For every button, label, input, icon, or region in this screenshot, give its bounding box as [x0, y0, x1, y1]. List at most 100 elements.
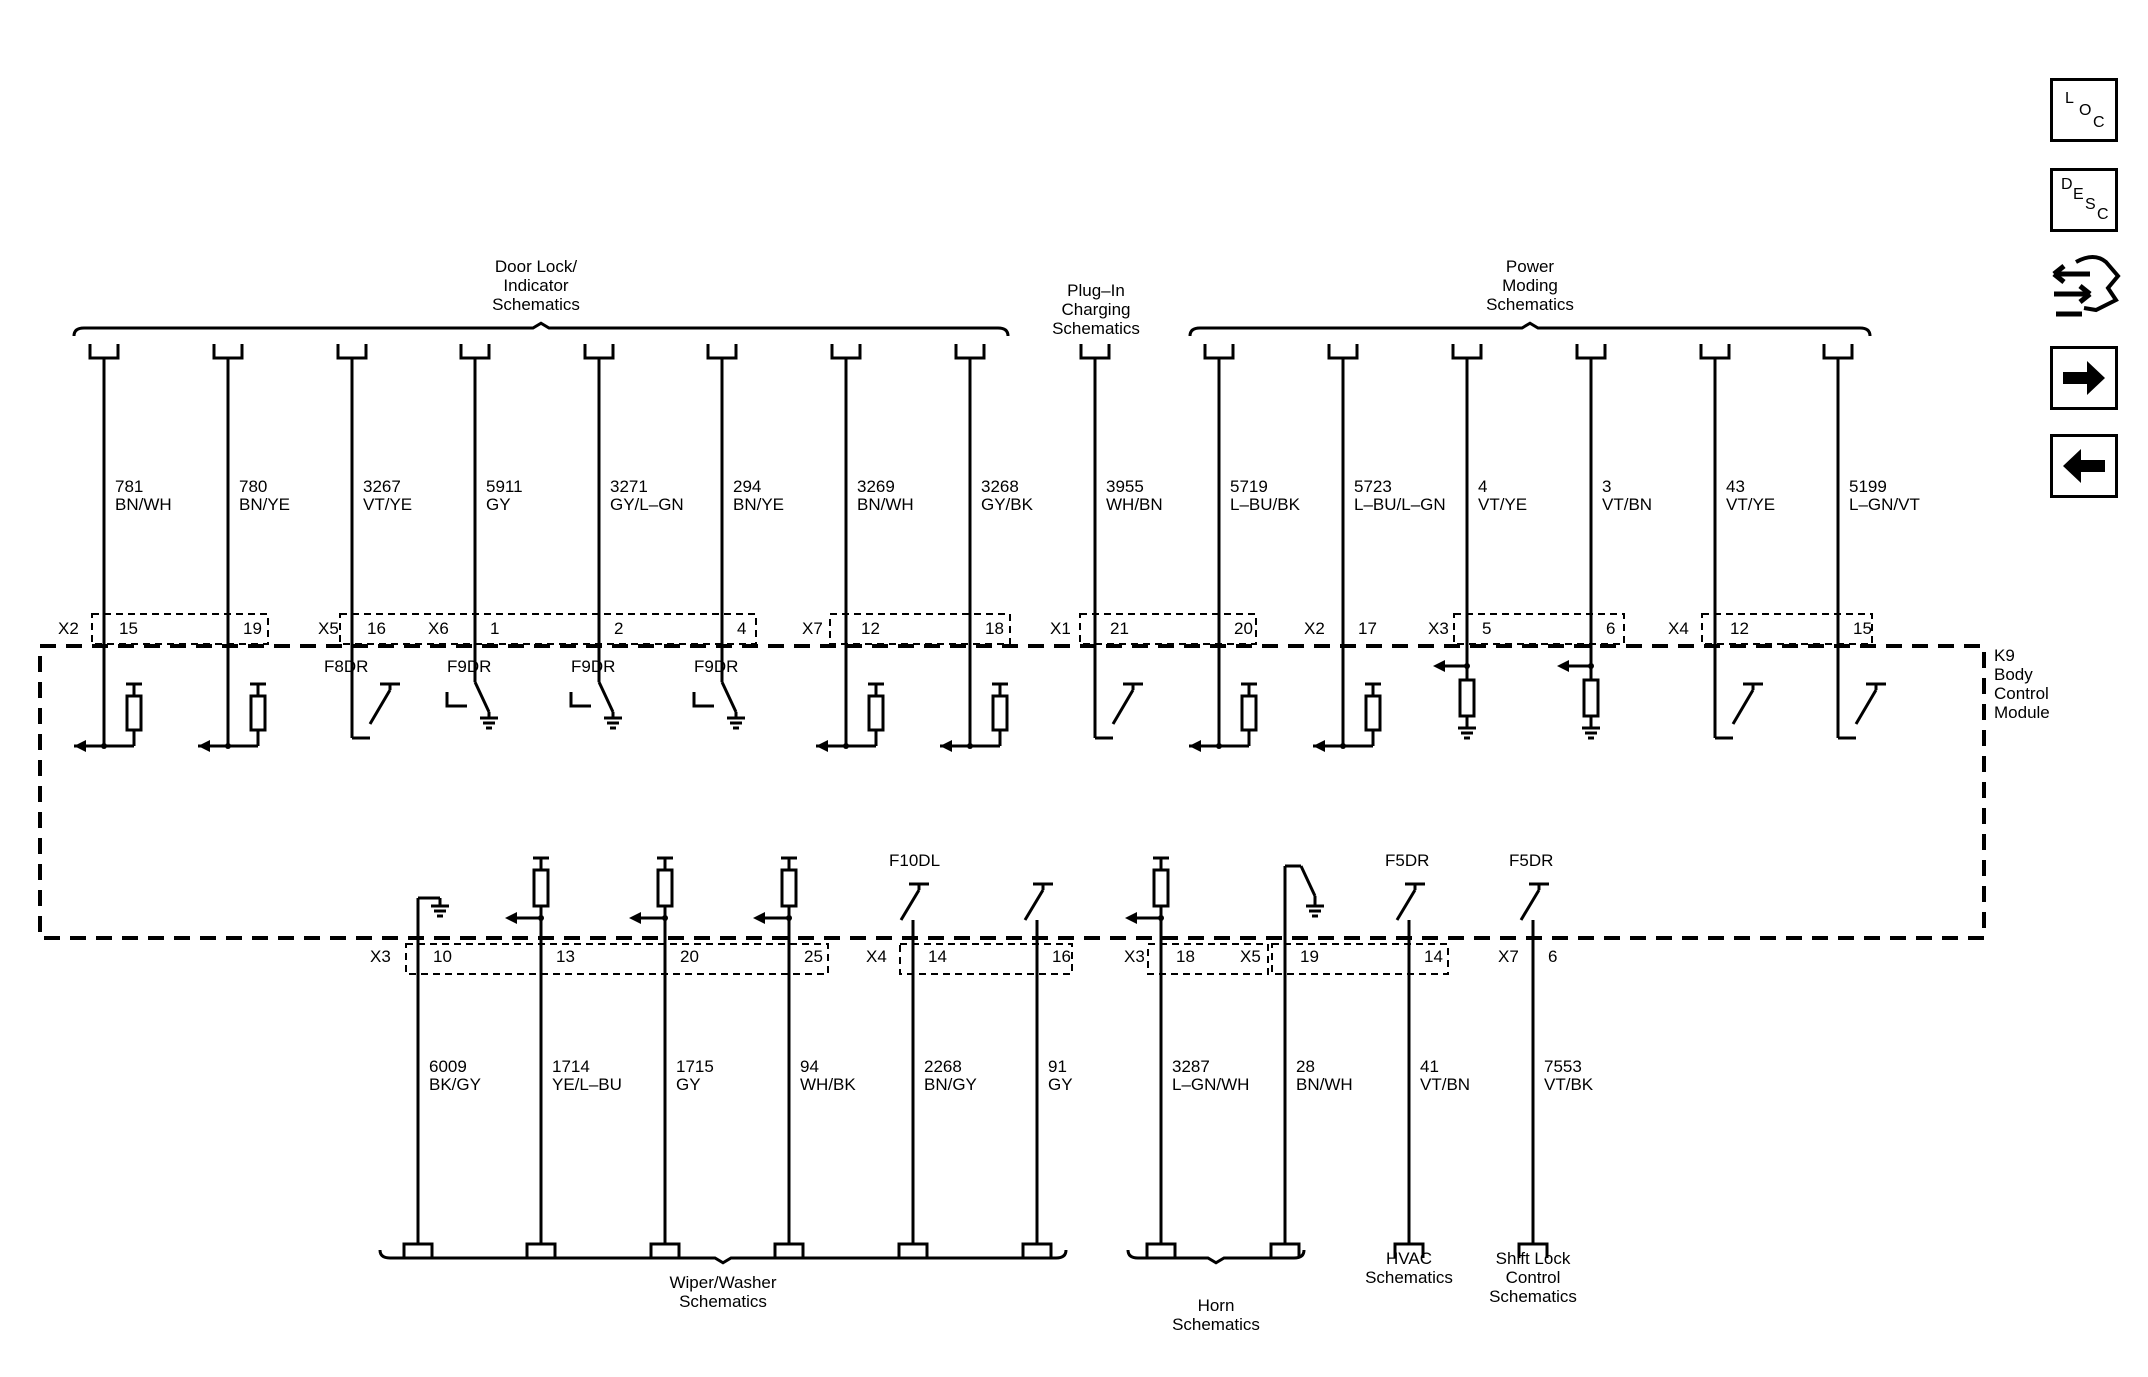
pullup-resistor	[867, 694, 885, 732]
connector-box	[1453, 613, 1625, 645]
circuit-number: 3	[1602, 477, 1611, 496]
previous-arrow-button[interactable]	[2050, 434, 2118, 498]
wire-terminal	[830, 344, 862, 360]
description-button[interactable]: D E S C	[2050, 168, 2118, 232]
wire-terminal	[525, 1242, 557, 1258]
group-label-line: Schematics	[1489, 1287, 1577, 1306]
pin-number: 25	[804, 947, 823, 966]
wire-color: VT/YE	[1726, 495, 1775, 514]
connector-name: X2	[1304, 619, 1325, 638]
pin-number: 10	[433, 947, 452, 966]
circuit-number: 4	[1478, 477, 1487, 496]
circuit-number: 3269	[857, 477, 895, 496]
module-label-line: Control	[1994, 684, 2049, 703]
loc-letter-c: C	[2093, 114, 2105, 131]
group-label-line: Wiper/Washer	[669, 1273, 776, 1292]
fuse-label: F10DL	[889, 851, 940, 870]
pin-number: 15	[1853, 619, 1872, 638]
pin-number: 16	[1052, 947, 1071, 966]
top-wire-11: 4VT/YE5	[1433, 344, 1527, 740]
switch-blade	[1299, 865, 1317, 897]
fuse-label: F8DR	[324, 657, 368, 676]
pin-number: 6	[1548, 947, 1557, 966]
module-dashed-border	[38, 644, 1986, 940]
wire-color: GY	[486, 495, 511, 514]
input-arrow	[629, 912, 641, 924]
switch-blade	[597, 681, 615, 713]
group-label-line: Schematics	[1052, 319, 1140, 338]
group-label-line: Shift Lock	[1496, 1249, 1571, 1268]
junction-dot	[225, 743, 231, 749]
wire-terminal	[1145, 1242, 1177, 1258]
circuit-number: 5719	[1230, 477, 1268, 496]
connector-name: X1	[1050, 619, 1071, 638]
input-arrow	[1125, 912, 1137, 924]
pin-number: 4	[737, 619, 746, 638]
pin-number: 14	[1424, 947, 1443, 966]
wire-color: L–BU/L–GN	[1354, 495, 1446, 514]
fuse-label: F5DR	[1385, 851, 1429, 870]
wire-color: L–BU/BK	[1230, 495, 1301, 514]
control-line	[445, 692, 467, 708]
loc-letter-l: L	[2065, 90, 2074, 107]
pin-number: 6	[1606, 619, 1615, 638]
junction-dot	[101, 743, 107, 749]
connector-name: X7	[802, 619, 823, 638]
pin-number: 18	[985, 619, 1004, 638]
wire-terminal	[88, 344, 120, 360]
group-label-line: Charging	[1062, 300, 1131, 319]
module-label-line: Module	[1994, 703, 2050, 722]
switch-blade	[473, 681, 491, 713]
junction-dot	[1340, 743, 1346, 749]
wire-terminal	[1822, 344, 1854, 360]
location-button[interactable]: L O C	[2050, 78, 2118, 142]
wire-terminal	[773, 1242, 805, 1258]
pullup-resistor	[1364, 694, 1382, 732]
circuit-number: 3267	[363, 477, 401, 496]
pullup-resistor	[1582, 678, 1600, 718]
group-label-line: Door Lock/	[495, 257, 577, 276]
input-arrow	[505, 912, 517, 924]
wire-color: YE/L–BU	[552, 1075, 622, 1094]
pin-number: 19	[1300, 947, 1319, 966]
wire-terminal	[1021, 1242, 1053, 1258]
next-arrow-button[interactable]	[2050, 346, 2118, 410]
circuit-number: 41	[1420, 1057, 1439, 1076]
pin-number: 12	[861, 619, 880, 638]
wire-color: WH/BN	[1106, 495, 1163, 514]
connector-box	[899, 943, 1073, 975]
wire-color: BN/YE	[733, 495, 784, 514]
circuit-number: 3271	[610, 477, 648, 496]
wire-color: L–GN/WH	[1172, 1075, 1249, 1094]
wire-color: BN/WH	[857, 495, 914, 514]
top-wire-12: 3VT/BN6	[1557, 344, 1652, 740]
control-line	[569, 692, 591, 708]
input-arrow	[1313, 740, 1325, 752]
fuse-label: F9DR	[447, 657, 491, 676]
junction-dot	[1588, 663, 1594, 669]
fuse-label: F9DR	[694, 657, 738, 676]
junction-dot	[843, 743, 849, 749]
pin-number: 5	[1482, 619, 1491, 638]
pin-number: 15	[119, 619, 138, 638]
switch-blade	[720, 681, 738, 713]
group-brace	[1188, 321, 1872, 337]
group-label-line: Schematics	[492, 295, 580, 314]
wire-terminal	[459, 344, 491, 360]
connector-swap-icon[interactable]	[2046, 248, 2122, 328]
junction-dot	[1464, 663, 1470, 669]
arrow-left-icon	[2063, 449, 2105, 483]
